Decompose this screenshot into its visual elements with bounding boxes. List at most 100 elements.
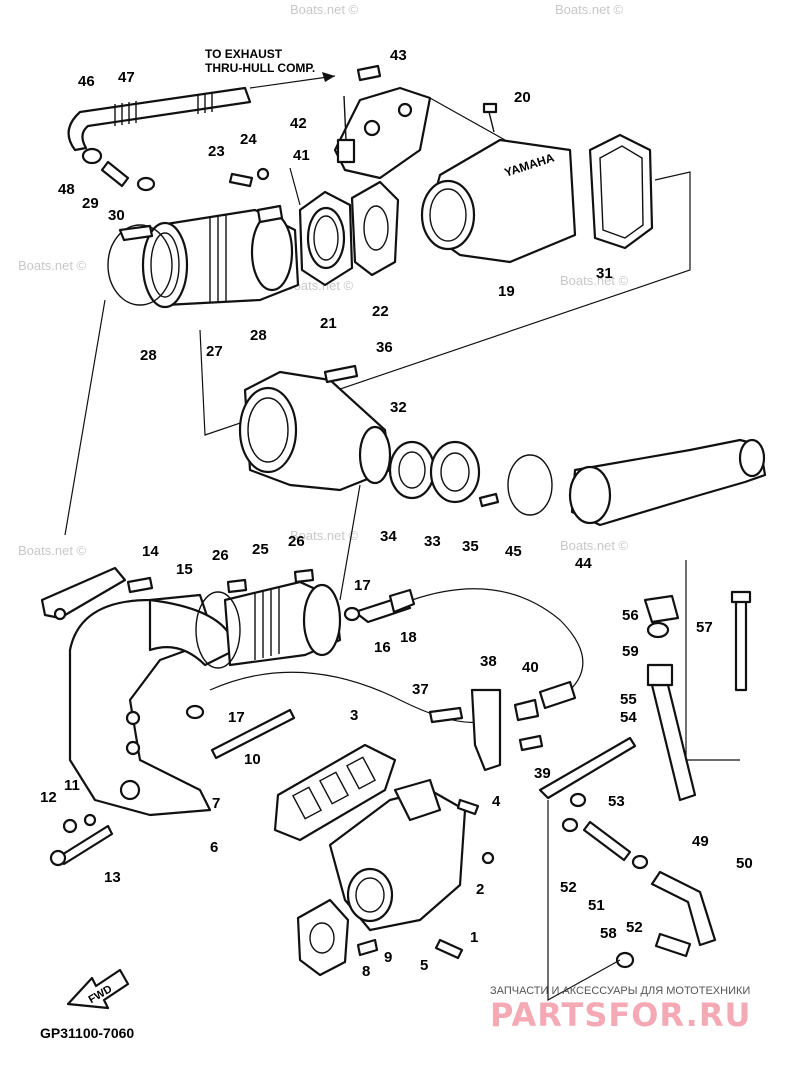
watermark-text: Boats.net © — [560, 538, 629, 553]
callout-57: 57 — [696, 619, 713, 636]
fwd-indicator: FWD — [66, 968, 130, 1010]
gasket-3 — [273, 743, 397, 842]
bolt-57 — [730, 590, 752, 692]
callout-15: 15 — [176, 561, 193, 578]
callout-37: 37 — [412, 681, 429, 698]
callout-4: 4 — [492, 793, 501, 810]
callout-26: 26 — [212, 547, 229, 564]
callout-42: 42 — [290, 115, 307, 132]
bracket-14 — [40, 566, 127, 621]
bolt-37 — [428, 706, 464, 724]
callout-14: 14 — [142, 543, 159, 560]
exhaust-manifold-1 — [328, 778, 467, 932]
callout-32: 32 — [390, 399, 407, 416]
callout-43: 43 — [390, 47, 407, 64]
watermark-text: Boats.net © — [18, 543, 87, 558]
callout-9: 9 — [384, 949, 392, 966]
watermark-text: Boats.net © — [285, 278, 354, 293]
callout-29: 29 — [82, 195, 99, 212]
callout-16: 16 — [374, 639, 391, 656]
clamp-28 — [107, 204, 284, 306]
exhaust-bracket — [333, 64, 498, 180]
hose-clip-17 — [185, 704, 205, 720]
hose-55 — [646, 663, 697, 802]
rubber-joint-25 — [223, 580, 342, 667]
callout-3: 3 — [350, 707, 358, 724]
bolt-13 — [49, 824, 114, 867]
exhaust-elbow-32 — [238, 370, 392, 492]
bolt-15 — [126, 576, 154, 594]
callout-54: 54 — [620, 709, 637, 726]
callout-2: 2 — [476, 881, 484, 898]
callout-25: 25 — [252, 541, 269, 558]
callout-18: 18 — [400, 629, 417, 646]
callout-53: 53 — [608, 793, 625, 810]
partsfor-branding: ЗАПЧАСТИ И АКСЕССУАРЫ ДЛЯ МОТОТЕХНИКИ PA… — [490, 985, 751, 1034]
callout-59: 59 — [622, 643, 639, 660]
watermark-text: Boats.net © — [555, 2, 624, 17]
fitting-51 — [582, 820, 632, 862]
callout-44: 44 — [575, 555, 592, 572]
gasket-34 — [388, 440, 436, 500]
gasket-22 — [350, 180, 400, 277]
callout-26: 26 — [288, 533, 305, 550]
watermarks: Boats.net © Boats.net © Boats.net © Boat… — [18, 2, 629, 558]
callout-31: 31 — [596, 265, 613, 282]
washers-11-12 — [62, 813, 97, 834]
callout-52: 52 — [626, 919, 643, 936]
fitting-58 — [615, 951, 635, 969]
bolt-39 — [518, 734, 544, 752]
callout-50: 50 — [736, 855, 753, 872]
part-code: GP31100-7060 — [40, 1025, 134, 1041]
watermark-text: Boats.net © — [290, 2, 359, 17]
exhaust-note: TO EXHAUST THRU-HULL COMP. — [205, 47, 336, 89]
bolt-36 — [323, 364, 359, 384]
callout-6: 6 — [210, 839, 218, 856]
clamp-45 — [507, 454, 553, 516]
callout-30: 30 — [108, 207, 125, 224]
bracket-38 — [470, 688, 502, 772]
hose-50 — [650, 870, 717, 958]
watermark-text: Boats.net © — [560, 273, 629, 288]
callout-52: 52 — [560, 879, 577, 896]
callout-1: 1 — [470, 929, 478, 946]
callout-49: 49 — [692, 833, 709, 850]
callout-21: 21 — [320, 315, 337, 332]
callout-33: 33 — [424, 533, 441, 550]
watermark-text: Boats.net © — [290, 528, 359, 543]
callout-8: 8 — [362, 963, 370, 980]
callout-58: 58 — [600, 925, 617, 942]
callout-46: 46 — [78, 73, 95, 90]
hose-54 — [538, 736, 637, 800]
callout-24: 24 — [240, 131, 257, 148]
note-arrowhead — [322, 72, 335, 82]
callout-23: 23 — [208, 143, 225, 160]
plate-33 — [429, 440, 481, 504]
callout-35: 35 — [462, 538, 479, 555]
fitting-40 — [513, 680, 577, 722]
bolt-23 — [228, 167, 270, 188]
callout-10: 10 — [244, 751, 261, 768]
bolt-35 — [478, 492, 500, 508]
callout-28: 28 — [140, 347, 157, 364]
branding-logo: PARTSFOR.RU — [490, 996, 751, 1034]
callout-17: 17 — [354, 577, 371, 594]
bolts-lower — [356, 798, 495, 960]
callout-51: 51 — [588, 897, 605, 914]
callout-5: 5 — [420, 957, 428, 974]
exhaust-chamber-19: YAMAHA — [420, 138, 577, 264]
clamps-52-53 — [561, 792, 649, 870]
callout-11: 11 — [64, 777, 80, 794]
exhaust-pipe-44 — [568, 438, 767, 527]
callout-13: 13 — [104, 869, 121, 886]
exhaust-manifold-6 — [68, 593, 237, 817]
callout-7: 7 — [212, 795, 220, 812]
callout-20: 20 — [514, 89, 531, 106]
callout-36: 36 — [376, 339, 393, 356]
hose-16 — [343, 588, 416, 624]
fitting-56-59 — [643, 594, 680, 639]
callout-55: 55 — [620, 691, 637, 708]
callout-19: 19 — [498, 283, 515, 300]
